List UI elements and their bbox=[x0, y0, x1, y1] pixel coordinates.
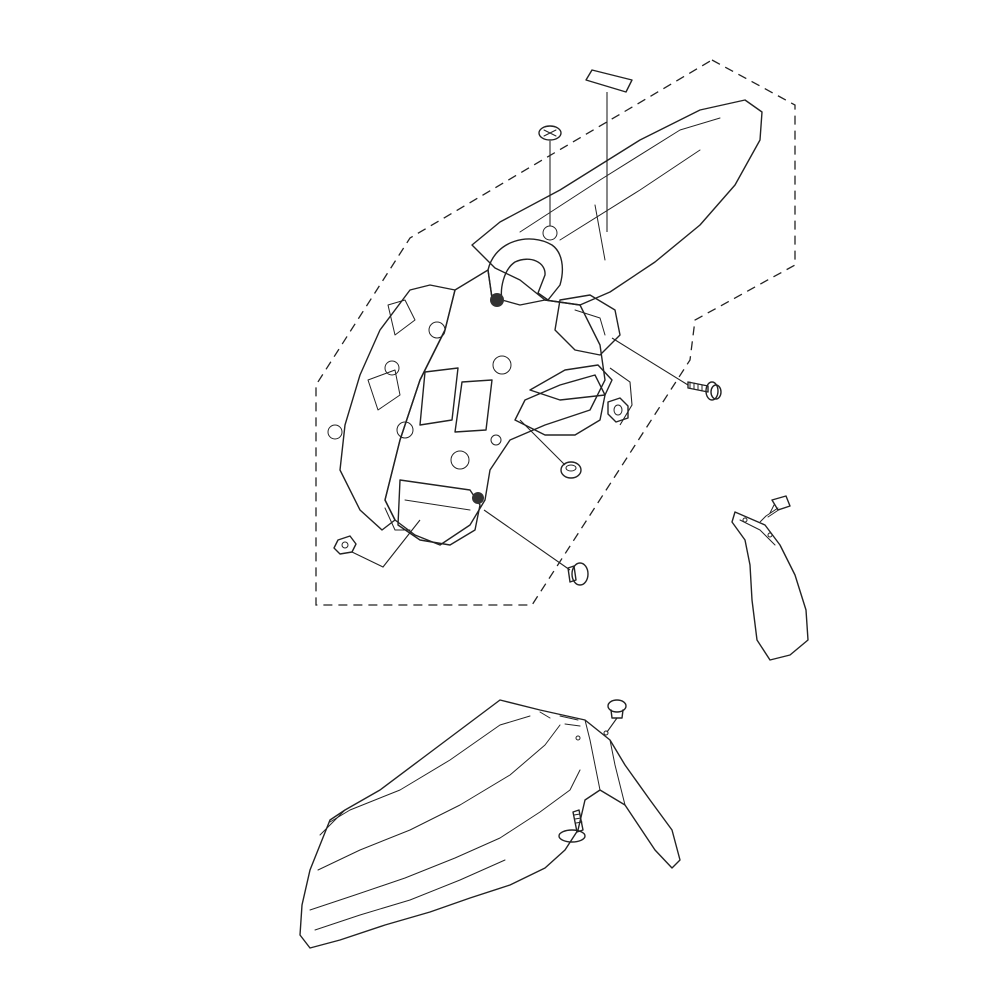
leader-grommet bbox=[519, 419, 566, 466]
leader-bolt-bottom bbox=[483, 509, 571, 571]
assembly-boundary bbox=[315, 59, 796, 606]
leader-bolt-right bbox=[611, 337, 689, 386]
bolt-icon[interactable] bbox=[558, 809, 586, 843]
bolt-icon[interactable] bbox=[687, 381, 722, 401]
screw-icon[interactable] bbox=[765, 495, 791, 518]
rear-fender-icon[interactable] bbox=[327, 99, 763, 546]
bolt-icon[interactable] bbox=[567, 562, 589, 586]
leader-collar bbox=[606, 717, 618, 733]
grommet-icon[interactable] bbox=[560, 461, 582, 479]
leader-nut-left bbox=[351, 519, 421, 568]
nut-icon[interactable] bbox=[607, 397, 629, 423]
nut-icon[interactable] bbox=[333, 535, 357, 555]
front-fender-icon[interactable] bbox=[299, 699, 681, 949]
leader-nut-right bbox=[609, 367, 633, 426]
collar-icon[interactable] bbox=[607, 699, 627, 719]
reflector-icon[interactable] bbox=[585, 69, 633, 93]
mud-flap-icon[interactable] bbox=[731, 511, 809, 661]
leader-screw-mud-flap bbox=[759, 515, 767, 523]
rivet-icon[interactable] bbox=[538, 125, 562, 141]
